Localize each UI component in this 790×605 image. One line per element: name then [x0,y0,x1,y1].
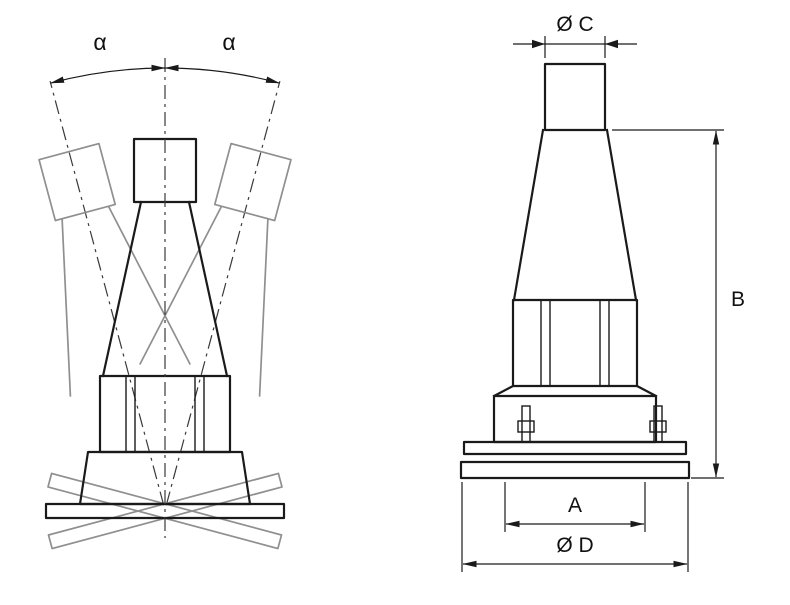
flange-plate-upper [462,440,688,456]
cone-body [101,200,229,378]
bolt-nut [649,420,667,433]
dimension-a: A [504,482,646,532]
ghost-cap [38,142,117,222]
front-view-tilt-diagram: α α [38,29,292,550]
extension-lines-d [461,482,689,572]
dim-label-b: B [731,288,745,311]
ribbed-collar [511,298,639,388]
flange-plate-lower [459,460,691,480]
dim-label-a: A [568,494,582,517]
dimension-d: Ø D [461,482,689,572]
nozzle-side-view [459,62,691,480]
angle-arc-left [50,64,166,84]
bolt-left [517,405,535,443]
tilted-centerline-left [49,80,165,506]
angle-arc-right [164,64,280,84]
collar-ribs [540,300,610,386]
side-view-dimensioned: Ø C B A Ø D [459,13,745,572]
top-cap [543,62,607,132]
extension-lines-b [612,129,724,479]
arrowhead [532,39,545,49]
ghost-nozzle-tilted-left [38,80,283,550]
bolt-stud [521,405,531,443]
mount-box [492,394,658,444]
ghost-cone [61,205,191,397]
dim-label-c: Ø C [556,13,593,36]
bolt-nut [517,420,535,433]
nozzle-front-view [44,58,286,538]
extension-lines-a [504,482,646,532]
arrowhead [605,39,618,49]
dimension-b: B [612,129,745,479]
ghost-nozzle-tilted-right [47,80,292,550]
collar-ribs [125,376,205,452]
bolt-right [649,405,667,443]
ghost-cap [213,142,292,222]
tilted-centerline-right [165,80,281,506]
extension-lines-c [544,36,606,58]
angle-label-left: α [93,29,106,55]
dimension-c: Ø C [513,13,637,58]
dim-label-d: Ø D [556,534,593,557]
ghost-cone [139,205,269,397]
shoulder [492,384,658,398]
cone-body [512,128,638,302]
angle-label-right: α [222,29,235,55]
